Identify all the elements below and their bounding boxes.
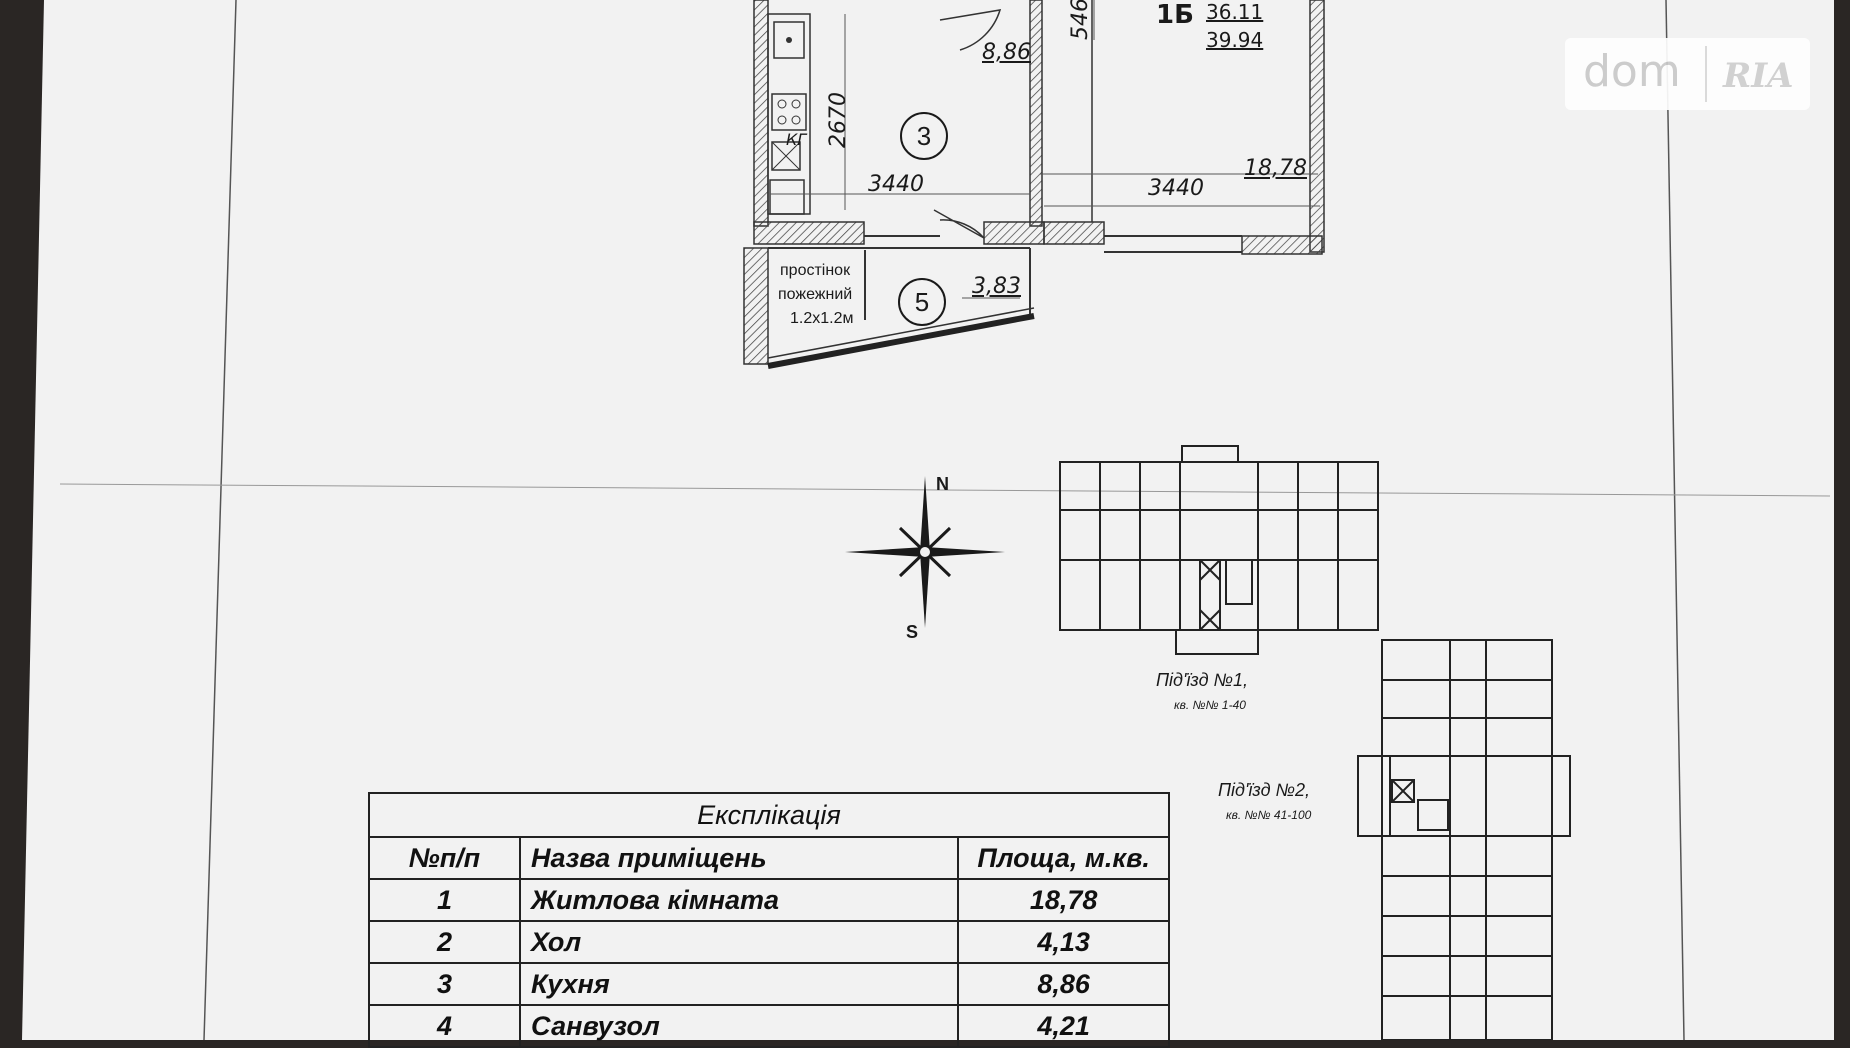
- row-number: 4: [368, 1004, 521, 1048]
- row-number: 1: [368, 878, 521, 922]
- dimension-3440-room: 3440: [1148, 176, 1204, 201]
- room-area: 18,78: [1244, 156, 1307, 181]
- table-row: 4 Санвузол 4,21: [368, 1004, 1170, 1048]
- dimension-3440-kitchen: 3440: [868, 172, 924, 197]
- entrance-2-apartments: кв. №№ 41-100: [1226, 808, 1312, 822]
- room-number-balcony: 5: [898, 278, 946, 326]
- explication-table: Експлікація №п/п Назва приміщень Площа, …: [368, 792, 1170, 1048]
- row-area: 8,86: [957, 962, 1170, 1006]
- entrance-1-name: Під'їзд №1,: [1156, 670, 1249, 690]
- compass-rose: [845, 476, 1005, 628]
- dom-ria-watermark: dom RIA: [1565, 38, 1810, 110]
- explication-header-row: №п/п Назва приміщень Площа, м.кв.: [368, 836, 1170, 880]
- dimension-2670: 2670: [826, 92, 851, 148]
- fire-partition-line3: 1.2х1.2м: [790, 310, 854, 327]
- fire-partition-line1: простінок: [780, 262, 851, 279]
- compass-south: S: [906, 622, 919, 642]
- table-row: 3 Кухня 8,86: [368, 962, 1170, 1006]
- header-number: №п/п: [368, 836, 521, 880]
- row-room-name: Санвузол: [518, 1004, 960, 1048]
- kg-label: КГ: [786, 130, 807, 149]
- row-number: 3: [368, 962, 521, 1006]
- row-room-name: Кухня: [518, 962, 960, 1006]
- table-row: 1 Житлова кімната 18,78: [368, 878, 1170, 922]
- row-room-name: Хол: [518, 920, 960, 964]
- header-area: Площа, м.кв.: [957, 836, 1170, 880]
- key-plan-entrance-2: [1357, 639, 1571, 1040]
- row-number: 2: [368, 920, 521, 964]
- apartment-walls: [743, 0, 1325, 369]
- fire-partition-line2: пожежний: [778, 286, 853, 303]
- watermark-dom-text: dom: [1583, 46, 1681, 97]
- watermark-ria-text: RIA: [1723, 56, 1794, 96]
- explication-title: Експлікація: [368, 792, 1170, 838]
- key-plan-entrance-1: [1059, 445, 1379, 655]
- dimension-546: 546: [1068, 0, 1093, 40]
- kitchen-area: 8,86: [982, 40, 1031, 65]
- compass-north: N: [936, 474, 949, 494]
- table-row: 2 Хол 4,13: [368, 920, 1170, 964]
- row-area: 18,78: [957, 878, 1170, 922]
- total-area-value: 39.94: [1206, 28, 1264, 52]
- entrance-1-apartments: кв. №№ 1-40: [1174, 698, 1246, 712]
- living-area-value: 36.11: [1206, 0, 1264, 24]
- row-area: 4,21: [957, 1004, 1170, 1048]
- balcony-area: 3,83: [972, 274, 1021, 299]
- watermark-divider: [1705, 46, 1707, 102]
- explication-title-row: Експлікація: [368, 792, 1170, 838]
- apartment-code: 1Б: [1156, 0, 1194, 30]
- row-room-name: Житлова кімната: [518, 878, 960, 922]
- row-area: 4,13: [957, 920, 1170, 964]
- room-number-kitchen: 3: [900, 112, 948, 160]
- header-room-name: Назва приміщень: [518, 836, 960, 880]
- entrance-2-name: Під'їзд №2,: [1218, 780, 1311, 800]
